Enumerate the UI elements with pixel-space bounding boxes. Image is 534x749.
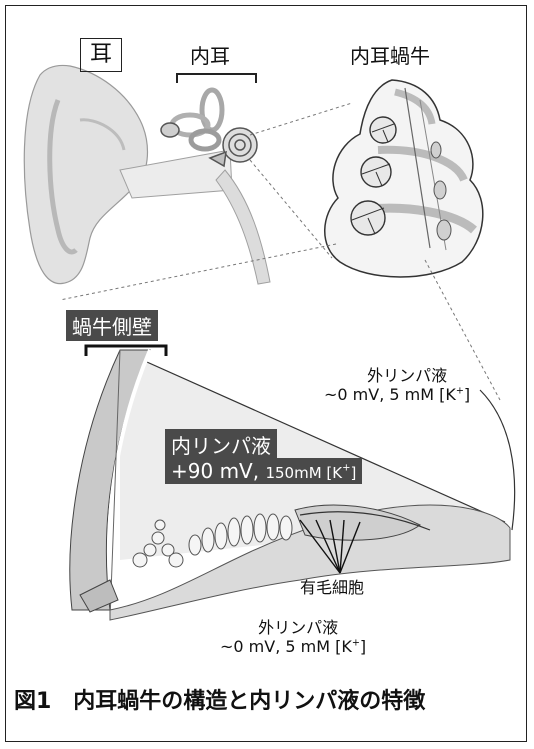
perilymph-top-name: 外リンパ液	[344, 366, 470, 385]
endolymph-conc: 150mM [K	[265, 464, 342, 482]
endolymph-values-label: +90 mV, 150mM [K+]	[165, 458, 362, 484]
perilymph-bottom-plus: +	[352, 638, 360, 649]
perilymph-top-values-text: ~0 mV, 5 mM [K	[324, 385, 456, 404]
perilymph-top-values: ~0 mV, 5 mM [K+]	[324, 385, 470, 404]
perilymph-bottom-close: ]	[360, 637, 366, 656]
ear-label: 耳	[80, 38, 122, 72]
endolymph-name-label: 内リンパ液	[165, 429, 277, 460]
figure-caption: 図1 内耳蝸牛の構造と内リンパ液の特徴	[14, 683, 425, 715]
perilymph-top-close: ]	[464, 385, 470, 404]
inner-ear-bracket	[177, 74, 256, 83]
hair-cells-label: 有毛細胞	[300, 578, 364, 597]
endolymph-voltage: +90 mV,	[171, 459, 259, 483]
perilymph-bottom-label: 外リンパ液 ~0 mV, 5 mM [K+]	[230, 618, 366, 656]
lateral-wall-label: 蝸牛側壁	[66, 310, 158, 341]
cochlea-section	[325, 80, 483, 277]
perilymph-top-label: 外リンパ液 ~0 mV, 5 mM [K+]	[344, 366, 470, 404]
perilymph-bottom-values-text: ~0 mV, 5 mM [K	[220, 637, 352, 656]
cochlea-label: 内耳蝸牛	[350, 44, 430, 68]
inner-ear-label: 内耳	[190, 44, 230, 68]
perilymph-top-plus: +	[456, 386, 464, 397]
endolymph-close: ]	[350, 464, 356, 482]
perilymph-bottom-name: 外リンパ液	[230, 618, 366, 637]
perilymph-bottom-values: ~0 mV, 5 mM [K+]	[220, 637, 366, 656]
